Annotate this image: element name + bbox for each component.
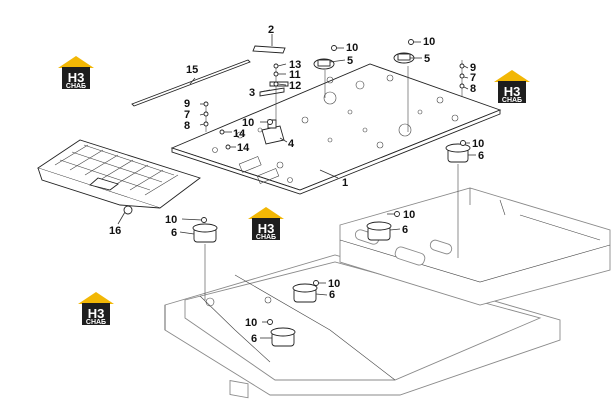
logo-text-top: H3 [258, 221, 275, 236]
watermark-logo-1: H3 СНАБ [58, 56, 94, 90]
logo-text-bottom: СНАБ [86, 319, 106, 326]
logo-text-top: H3 [68, 70, 85, 85]
watermark-logo-3: H3 СНАБ [248, 207, 284, 241]
label-part-10d: 10 [242, 117, 254, 129]
isolator-6e [270, 327, 296, 347]
logo-body [498, 81, 526, 103]
label-part-15: 15 [186, 64, 198, 76]
part-labels: 1 2 3 4 5 5 6 6 6 6 6 7 7 8 8 9 9 10 10 … [109, 24, 484, 345]
label-part-10c: 10 [472, 138, 484, 150]
logo-roof [248, 207, 284, 219]
label-part-8a: 8 [470, 83, 476, 95]
label-part-13: 13 [289, 59, 301, 71]
logo-roof [58, 56, 94, 68]
label-part-16: 16 [109, 225, 121, 237]
label-part-14a: 14 [233, 128, 246, 140]
watermark-logo-4: H3 СНАБ [78, 292, 114, 326]
label-part-2: 2 [268, 24, 274, 36]
logo-text-bottom: СНАБ [256, 234, 276, 241]
logo-text-top: H3 [504, 84, 521, 99]
logo-text-top: H3 [88, 306, 105, 321]
main-plate [170, 63, 502, 195]
label-part-8b: 8 [184, 120, 190, 132]
label-part-10e: 10 [165, 214, 177, 226]
logo-body [62, 67, 90, 89]
label-part-9a: 9 [470, 62, 476, 74]
right-frame-rail [339, 187, 611, 306]
label-part-6d: 6 [329, 289, 335, 301]
label-part-6e: 6 [251, 333, 257, 345]
label-part-6b: 6 [171, 227, 177, 239]
label-part-6c: 6 [402, 224, 408, 236]
label-part-9b: 9 [184, 98, 190, 110]
label-part-6a: 6 [478, 150, 484, 162]
logo-roof [494, 70, 530, 82]
isolator-6a [445, 143, 471, 163]
isolator-6d [292, 283, 318, 303]
logo-body [252, 218, 280, 240]
small-bracket [252, 45, 286, 54]
label-part-5b: 5 [424, 53, 430, 65]
logo-text-bottom: СНАБ [502, 97, 522, 104]
floor-mat [36, 139, 201, 215]
mount-5a [313, 58, 335, 70]
watermark-logo-2: H3 СНАБ [494, 70, 530, 104]
label-part-10g: 10 [328, 278, 340, 290]
label-part-10f: 10 [403, 209, 415, 221]
lower-frame [164, 254, 561, 399]
mount-5b [393, 52, 415, 64]
label-part-10h: 10 [245, 317, 257, 329]
label-part-7a: 7 [470, 72, 476, 84]
logo-body [82, 303, 110, 325]
label-part-10a: 10 [346, 42, 358, 54]
label-part-10b: 10 [423, 36, 435, 48]
label-part-3: 3 [249, 87, 255, 99]
logo-roof [78, 292, 114, 304]
logo-text-bottom: СНАБ [66, 83, 86, 90]
label-part-11: 11 [289, 69, 301, 81]
isolator-6c [366, 221, 392, 241]
leader-lines [117, 34, 476, 339]
label-part-7b: 7 [184, 109, 190, 121]
isolator-6b [192, 223, 218, 243]
label-part-14b: 14 [237, 142, 250, 154]
label-part-5a: 5 [347, 55, 353, 67]
label-part-12: 12 [289, 80, 301, 92]
label-part-4: 4 [288, 138, 295, 150]
label-part-1: 1 [342, 177, 348, 189]
